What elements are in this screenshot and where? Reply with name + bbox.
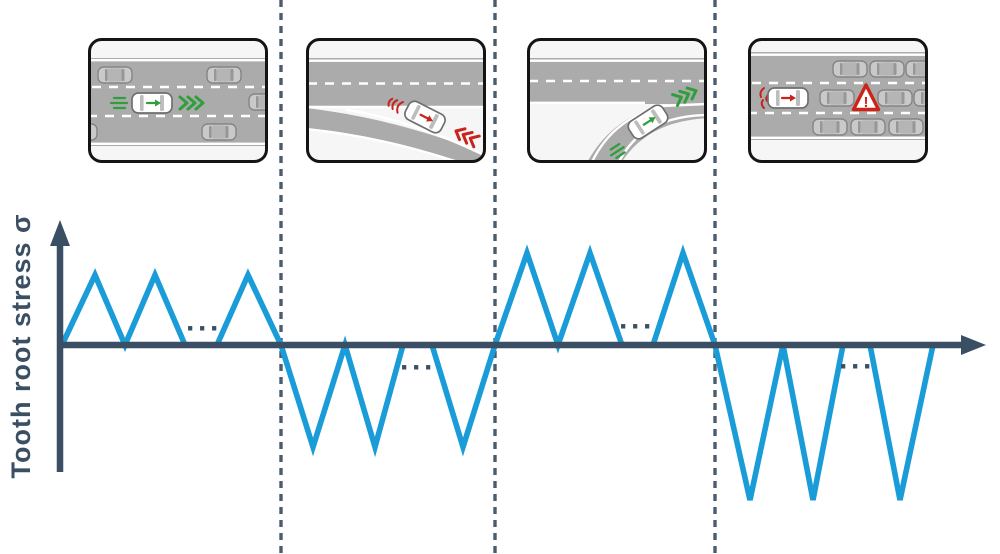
- traffic-jam-road: !: [751, 52, 925, 140]
- warning-exclamation: !: [864, 94, 869, 111]
- scene-card-highway: [88, 38, 268, 163]
- traffic-car-icon: [206, 66, 242, 84]
- on-ramp-road: [530, 58, 704, 160]
- highway-road: [91, 58, 265, 146]
- deceleration-chevrons-icon: [454, 127, 481, 149]
- ellipsis-segment-1: ···: [186, 312, 222, 345]
- traffic-jam-braking-icon: !: [748, 38, 928, 163]
- acceleration-chevrons-icon: [178, 95, 205, 111]
- traffic-car-icon: [812, 118, 848, 136]
- ellipsis-segment-4: ···: [839, 350, 875, 383]
- traffic-car-icon: [905, 60, 925, 78]
- traffic-car-icon: [850, 118, 886, 136]
- ego-car-icon: [404, 100, 446, 134]
- traffic-car-icon: [832, 60, 868, 78]
- acceleration-chevrons-icon: [671, 86, 698, 107]
- traffic-car-icon: [888, 118, 924, 136]
- ego-car-icon: [627, 104, 669, 140]
- scene-card-traffic-jam: !: [748, 38, 928, 163]
- ellipsis-segment-3: ···: [619, 310, 655, 343]
- speed-lines-icon: [109, 96, 129, 110]
- traffic-car-icon: [877, 89, 913, 107]
- ellipsis-segment-2: ···: [400, 351, 436, 384]
- traffic-car-icon: [201, 123, 237, 141]
- scene-card-exit-curve: [306, 38, 486, 163]
- traffic-car-icon: [97, 66, 133, 84]
- stress-waveform: [59, 244, 936, 501]
- traffic-car-icon: [819, 89, 855, 107]
- warning-triangle-icon: !: [851, 83, 881, 112]
- speed-lines-icon: [609, 142, 626, 160]
- y-axis-label: Tooth root stress σ: [6, 214, 36, 479]
- traffic-car-icon: [869, 60, 905, 78]
- scene-card-on-ramp: [527, 38, 707, 163]
- highway-constant-speed-icon: [88, 38, 268, 163]
- exit-curve-road: [309, 58, 483, 160]
- deceleration-exit-curve-icon: [306, 38, 486, 163]
- ego-car-icon: [131, 92, 173, 114]
- ego-car-icon: [767, 87, 809, 109]
- y-axis-arrow-icon: [50, 220, 70, 246]
- x-axis-arrow-icon: [961, 335, 986, 355]
- acceleration-on-ramp-icon: [527, 38, 707, 163]
- brake-marks-icon: [387, 97, 404, 114]
